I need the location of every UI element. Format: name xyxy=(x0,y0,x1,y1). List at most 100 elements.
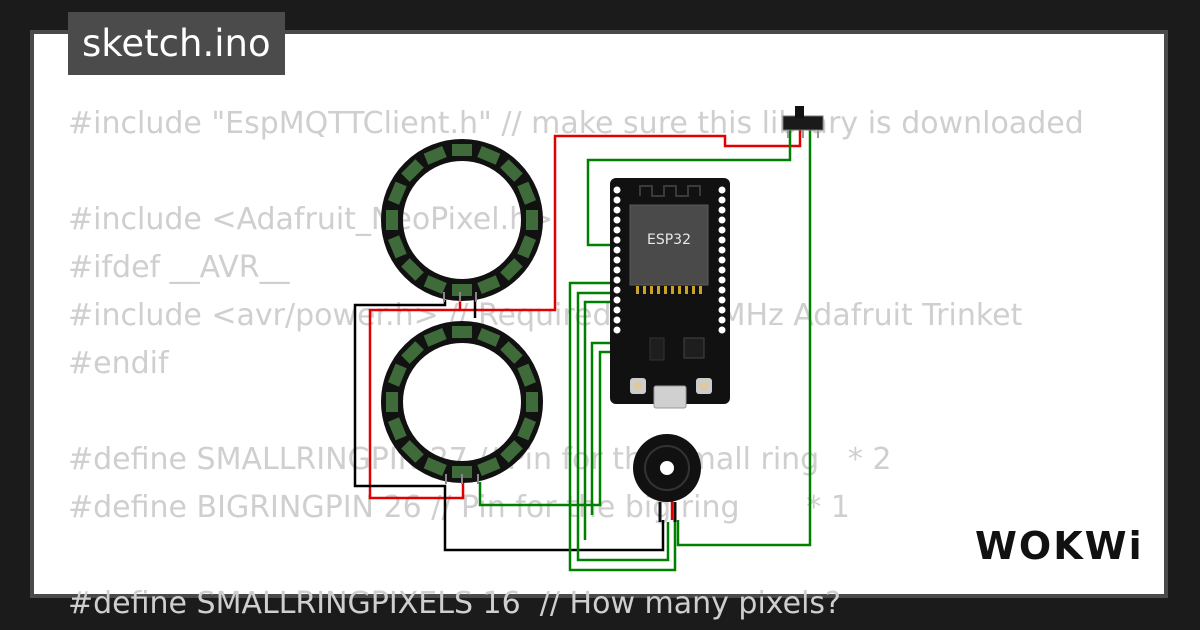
ring-pixel xyxy=(401,440,424,463)
ring-pixel xyxy=(386,392,398,412)
module-pin xyxy=(657,286,660,294)
ring-pixel xyxy=(387,363,407,387)
ring-pixel xyxy=(452,326,472,338)
header-pin[interactable] xyxy=(613,296,621,304)
ring-pixel xyxy=(526,210,538,230)
ring-pixel xyxy=(387,235,407,259)
header-pin[interactable] xyxy=(613,326,621,334)
header-pin[interactable] xyxy=(718,196,726,204)
wire-green xyxy=(586,130,792,247)
wire-green xyxy=(590,341,615,515)
header-pin[interactable] xyxy=(613,276,621,284)
usb-port xyxy=(653,385,687,409)
ring-pixel xyxy=(517,417,537,441)
header-pin[interactable] xyxy=(613,316,621,324)
header-pin[interactable] xyxy=(718,286,726,294)
ring-pixel xyxy=(500,440,523,463)
header-pin[interactable] xyxy=(718,326,726,334)
wire-green xyxy=(576,291,670,562)
wire-black xyxy=(353,300,665,552)
header-pin[interactable] xyxy=(718,226,726,234)
module-pin xyxy=(671,286,674,294)
ring-pixel xyxy=(517,181,537,205)
usb-chip xyxy=(683,337,705,359)
header-pin[interactable] xyxy=(718,316,726,324)
ring-pixel xyxy=(387,181,407,205)
header-pin[interactable] xyxy=(718,276,726,284)
ring-pixel xyxy=(401,159,424,182)
ring-pixel xyxy=(452,144,472,156)
module-pins xyxy=(636,286,702,294)
module-pin xyxy=(650,286,653,294)
file-title-badge: sketch.ino xyxy=(68,12,285,75)
neopixel-ring-big[interactable] xyxy=(381,321,543,484)
ring-pixel xyxy=(477,457,501,477)
ring-pixel xyxy=(500,258,523,281)
header-pin[interactable] xyxy=(613,206,621,214)
ring-pixel xyxy=(500,159,523,182)
header-pin[interactable] xyxy=(718,256,726,264)
code-line: #ifdef __AVR__ xyxy=(68,250,290,285)
module-pin xyxy=(685,286,688,294)
module-pin xyxy=(699,286,702,294)
code-line: #endif xyxy=(68,346,169,381)
header-pin[interactable] xyxy=(613,216,621,224)
ring-pixel xyxy=(423,457,447,477)
ring-segments xyxy=(386,326,538,478)
ring-pixel xyxy=(517,235,537,259)
wire-green xyxy=(676,130,812,547)
header-pin[interactable] xyxy=(613,186,621,194)
header-pin[interactable] xyxy=(718,266,726,274)
header-pin[interactable] xyxy=(718,206,726,214)
header-pin[interactable] xyxy=(613,226,621,234)
buzzer[interactable] xyxy=(633,434,701,522)
wires xyxy=(353,130,812,572)
ring-pixel xyxy=(387,417,407,441)
slide-switch[interactable] xyxy=(782,106,824,138)
wire-green xyxy=(568,281,677,572)
ring-pixel xyxy=(452,466,472,478)
code-line: #define SMALLRINGPIXELS 16 // How many p… xyxy=(68,586,841,621)
module-pin xyxy=(664,286,667,294)
ring-pixel xyxy=(423,275,447,295)
ring-pixel xyxy=(477,275,501,295)
header-pin[interactable] xyxy=(718,186,726,194)
ring-pixel xyxy=(526,392,538,412)
header-pin[interactable] xyxy=(613,246,621,254)
header-pin[interactable] xyxy=(613,196,621,204)
ring-pixel xyxy=(401,341,424,364)
ring-pixel xyxy=(386,210,398,230)
module-pin xyxy=(692,286,695,294)
wire-red xyxy=(368,308,465,500)
esp32-label: ESP32 xyxy=(647,232,691,248)
header-pins xyxy=(613,186,726,334)
header-pin[interactable] xyxy=(613,286,621,294)
header-pin[interactable] xyxy=(718,306,726,314)
wokwi-logo: WOKWi xyxy=(975,524,1144,568)
header-pin[interactable] xyxy=(718,246,726,254)
header-pin[interactable] xyxy=(613,306,621,314)
module-pin xyxy=(678,286,681,294)
regulator-chip xyxy=(649,337,665,361)
ring-pixel xyxy=(401,258,424,281)
esp32-board[interactable]: ESP32 xyxy=(610,178,730,409)
ring-pixel xyxy=(500,341,523,364)
wire-green xyxy=(583,300,615,540)
header-pin[interactable] xyxy=(613,256,621,264)
module-pin xyxy=(643,286,646,294)
header-pin[interactable] xyxy=(718,236,726,244)
ring-pixel xyxy=(477,145,501,165)
neopixel-ring-small[interactable] xyxy=(381,139,543,302)
wire-green xyxy=(478,350,615,507)
header-pin[interactable] xyxy=(718,216,726,224)
header-pin[interactable] xyxy=(613,266,621,274)
ring-segments xyxy=(386,144,538,296)
ring-pixel xyxy=(517,363,537,387)
module-pin xyxy=(636,286,639,294)
ring-pixel xyxy=(423,145,447,165)
ring-pixel xyxy=(423,327,447,347)
ring-pixel xyxy=(452,284,472,296)
header-pin[interactable] xyxy=(718,296,726,304)
header-pin[interactable] xyxy=(613,236,621,244)
